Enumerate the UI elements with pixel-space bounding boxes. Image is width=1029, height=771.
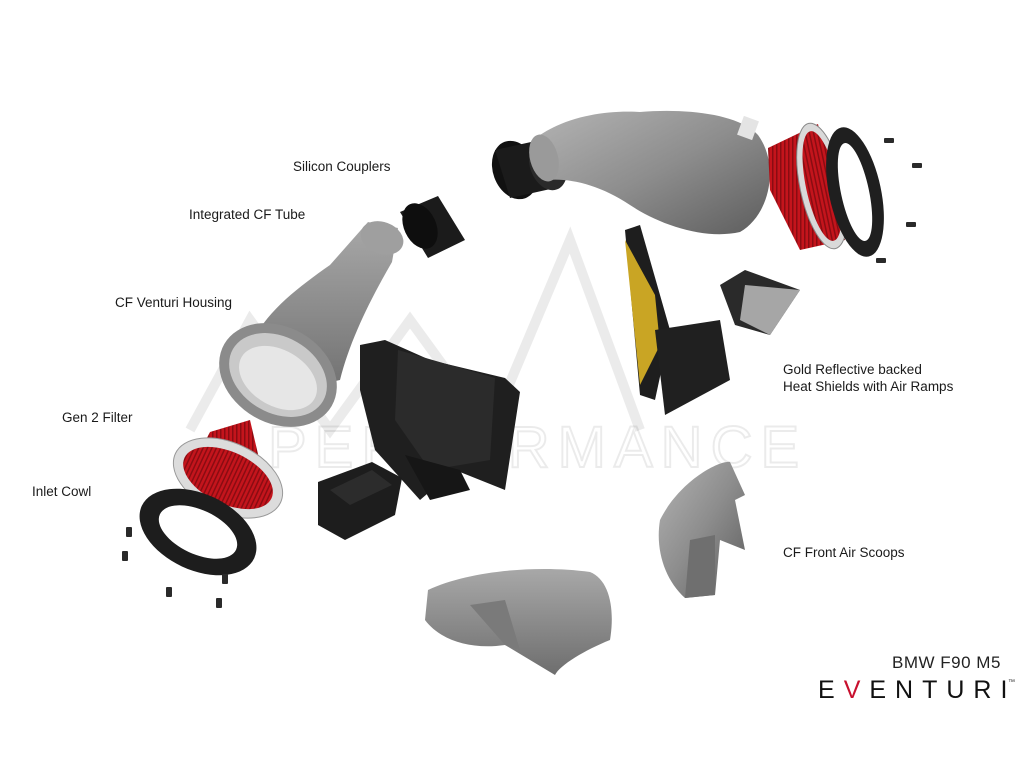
gold-heat-shield xyxy=(625,225,800,415)
logo-letters-rest: ENTURI xyxy=(869,676,1017,704)
cf-front-air-scoop-right xyxy=(658,461,745,598)
watermark xyxy=(185,226,645,441)
air-ramp xyxy=(318,462,402,540)
logo-letter-v: V xyxy=(843,676,870,704)
label-cf-front-air-scoops: CF Front Air Scoops xyxy=(783,545,905,560)
inlet-cowl-left xyxy=(139,488,257,576)
label-inlet-cowl: Inlet Cowl xyxy=(32,484,92,499)
screws-left xyxy=(122,527,228,608)
label-silicon-couplers: Silicon Couplers xyxy=(293,159,391,174)
inlet-cowl-right xyxy=(826,127,884,257)
label-gen2-filter: Gen 2 Filter xyxy=(62,410,133,425)
cf-front-air-scoop-bottom xyxy=(425,569,612,675)
label-heat-shields-line1: Gold Reflective backed xyxy=(783,362,922,377)
silicon-coupler-left xyxy=(400,196,465,258)
integrated-cf-tube-right xyxy=(529,110,770,235)
trademark-symbol: ™ xyxy=(1008,679,1015,686)
logo-letter-e: E xyxy=(818,676,844,704)
screws-right xyxy=(876,138,922,263)
label-integrated-cf-tube: Integrated CF Tube xyxy=(189,207,306,222)
eventuri-logo: EVENTURI xyxy=(818,676,1016,705)
label-cf-venturi-housing: CF Venturi Housing xyxy=(115,295,233,310)
black-heat-shield xyxy=(360,340,520,500)
model-name: BMW F90 M5 xyxy=(892,653,1001,672)
cf-venturi-housing xyxy=(219,323,337,427)
gen2-filter-right xyxy=(768,122,848,250)
label-heat-shields-line2: Heat Shields with Air Ramps xyxy=(783,379,954,394)
